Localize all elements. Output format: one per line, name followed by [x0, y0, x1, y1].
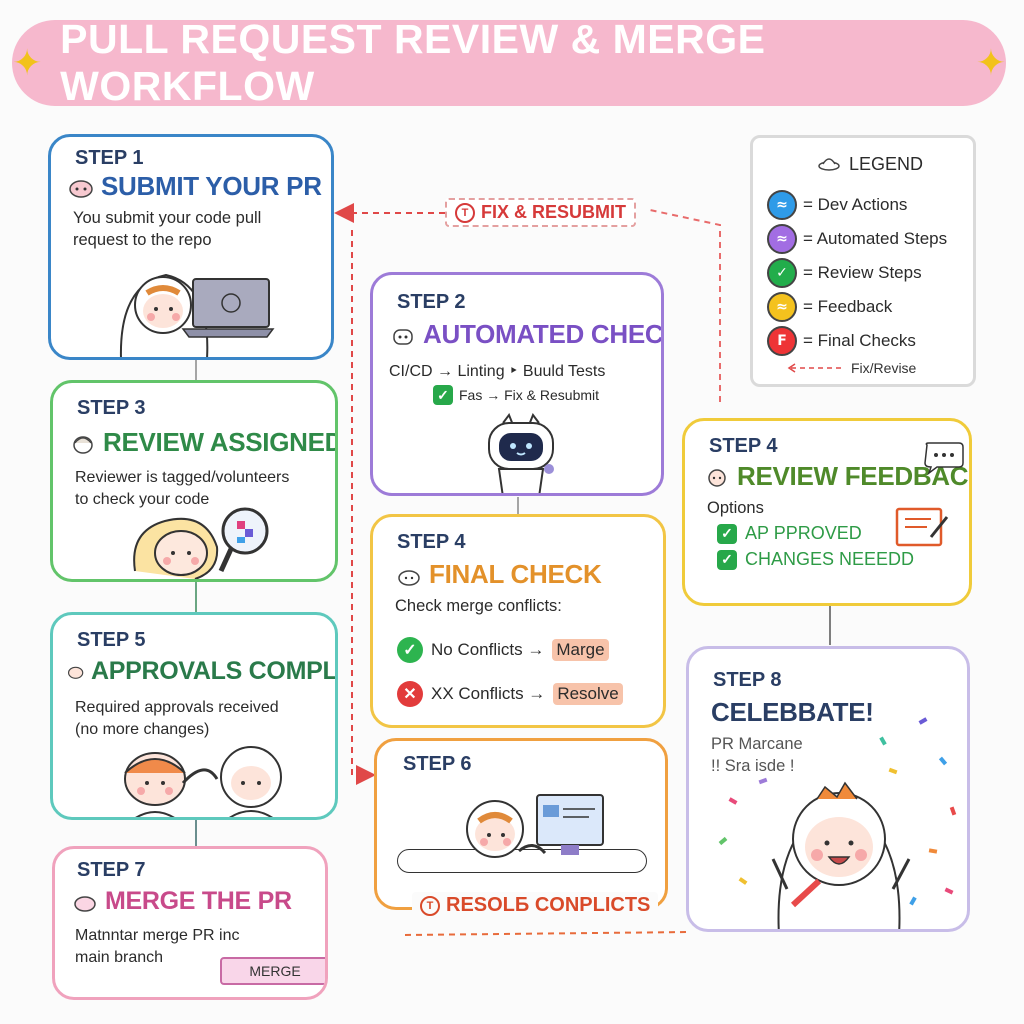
final-checks-icon: F	[767, 326, 797, 356]
developer-icon	[69, 180, 93, 198]
legend-title: LEGEND	[849, 154, 924, 174]
merge-button[interactable]: MERGE	[220, 957, 325, 985]
step-approvals-complete-card: STEP 5 APPROVALS COMPLETE Required appro…	[50, 612, 338, 820]
step-review-feedback-card: STEP 4 REVIEW FEEDBACK Options ✓ AP PPRO…	[682, 418, 972, 606]
step-number: STEP 3	[77, 397, 146, 419]
legend-item-fix: Fix/Revise	[787, 360, 916, 376]
checker-icon	[398, 570, 420, 586]
changes-needed-option: ✓ CHANGES NEEEDD	[717, 549, 914, 570]
developer-laptop-illustration	[120, 273, 275, 357]
step-number: STEP 1	[75, 147, 144, 169]
high-five-illustration	[124, 746, 282, 817]
fix-icon: T	[455, 202, 475, 223]
feedback-icon: ≈	[767, 292, 797, 322]
resolve-loop-line	[404, 931, 691, 936]
card-title: FINAL CHECK	[429, 559, 602, 589]
step-number: STEP 2	[397, 291, 466, 313]
card-desc-line: !! Sra isde !	[711, 757, 795, 775]
step-merge-pr-card: STEP 7 MERGE THE PR Matnntar merge PR in…	[52, 846, 328, 1000]
approver-icon	[67, 667, 84, 680]
card-desc-line: (no more changes)	[75, 721, 210, 738]
reviewer-face-icon	[708, 469, 726, 487]
checks-description: CI/CD → Linting ‣ Buuld Tests	[389, 363, 606, 380]
card-title: MERGE THE PR	[105, 887, 292, 915]
card-title: APPROVALS COMPLETE	[91, 657, 338, 685]
maintainer-icon	[74, 896, 96, 913]
step-submit-pr-card: STEP 1 SUBMIT YOUR PR You submit your co…	[48, 134, 334, 360]
card-title: CELEBBATE!	[711, 697, 874, 727]
step-review-assigned-card: STEP 3 REVIEW ASSIGNED Reviewer is tagge…	[50, 380, 338, 582]
robot-icon	[393, 329, 413, 345]
step-number: STEP 5	[77, 629, 146, 651]
step-celebrate-card: STEP 8 CELEBBATE! PR Marcane !! Sra isde…	[686, 646, 970, 932]
card-desc-line: Reviewer is tagged/volunteers	[75, 469, 290, 486]
card-desc-line: Matnntar merge PR inc	[75, 927, 240, 944]
sparkle-icon: ✦	[12, 42, 43, 84]
automated-steps-icon: ≈	[767, 224, 797, 254]
step-number: STEP 7	[77, 859, 146, 881]
page-title: PULL REQUEST REVIEW & MERGE WORKFLOW	[60, 16, 766, 109]
merge-conflicts-question: Check merge conflicts:	[395, 597, 562, 615]
card-title: SUBMIT YOUR PR	[101, 171, 322, 201]
reviewer-icon	[73, 436, 93, 454]
sparkle-icon: ✦	[975, 42, 1006, 84]
legend-item: ≈ = Feedback	[767, 292, 892, 322]
step-automated-checks-card: STEP 2 AUTOMATED CHECKS CI/CD → Linting …	[370, 272, 664, 496]
review-steps-icon: ✓	[767, 258, 797, 288]
legend-item: ≈ = Automated Steps	[767, 224, 947, 254]
checkmark-icon: ✓	[717, 549, 737, 570]
card-desc-line: PR Marcane	[711, 735, 803, 753]
legend-item: ≈ = Dev Actions	[767, 190, 907, 220]
fix-resubmit-label: T FIX & RESUBMIT	[445, 198, 637, 227]
step-number: STEP 8	[713, 669, 782, 691]
resolve-pill: Resolve	[553, 683, 623, 705]
celebration-illustration	[718, 717, 957, 929]
resolve-arrow	[351, 230, 376, 785]
resolve-conflicts-label: T RESOLБ CONPLICTS	[412, 892, 659, 919]
card-desc-line: main branch	[75, 949, 164, 966]
legend-item: F = Final Checks	[767, 326, 916, 356]
card-title: REVIEW ASSIGNED	[103, 427, 338, 457]
checks-fail-note: Fas → Fix & Resubmit	[459, 387, 600, 403]
card-desc-line: to check your code	[75, 491, 210, 508]
reviewer-magnifier-illustration	[133, 507, 269, 579]
card-desc-line: Required approvals received	[75, 699, 279, 716]
no-conflicts-row: ✓ No Conflicts → Marge	[397, 637, 609, 663]
developer-computer-illustration	[466, 794, 604, 858]
robot-illustration	[488, 413, 554, 493]
card-desc-line: request to the repo	[73, 231, 212, 249]
resolve-icon: T	[420, 895, 440, 916]
ufo-icon	[818, 158, 840, 171]
options-label: Options	[707, 499, 764, 517]
x-circle-icon: ✕	[397, 681, 423, 707]
checkmark-icon: ✓	[433, 385, 453, 405]
step-resolve-card: STEP 6	[374, 738, 668, 910]
step-number: STEP 6	[403, 753, 472, 775]
card-desc-line: You submit your code pull	[73, 209, 262, 227]
approved-option: ✓ AP PPROVED	[717, 523, 862, 544]
card-title: AUTOMATED CHECKS	[423, 319, 664, 349]
confetti-icon	[718, 717, 957, 906]
dev-actions-icon: ≈	[767, 190, 797, 220]
merge-pill: Marge	[552, 639, 609, 661]
conflicts-row: ✕ XX Conflicts → Resolve	[397, 681, 623, 707]
legend-item: ✓ = Review Steps	[767, 258, 922, 288]
document-edit-icon	[895, 507, 949, 547]
title-banner: ✦ PULL REQUEST REVIEW & MERGE WORKFLOW ✦	[12, 16, 1006, 109]
speech-bubble-icon	[924, 442, 964, 475]
step-number: STEP 4	[709, 435, 778, 457]
checkmark-icon: ✓	[717, 523, 737, 544]
dashed-arrow-icon	[787, 363, 841, 373]
check-circle-icon: ✓	[397, 637, 423, 663]
step-number: STEP 4	[397, 531, 466, 553]
step-final-check-card: STEP 4 FINAL CHECK Check merge conflicts…	[370, 514, 666, 728]
legend-panel: LEGEND ≈ = Dev Actions ≈ = Automated Ste…	[750, 135, 976, 387]
